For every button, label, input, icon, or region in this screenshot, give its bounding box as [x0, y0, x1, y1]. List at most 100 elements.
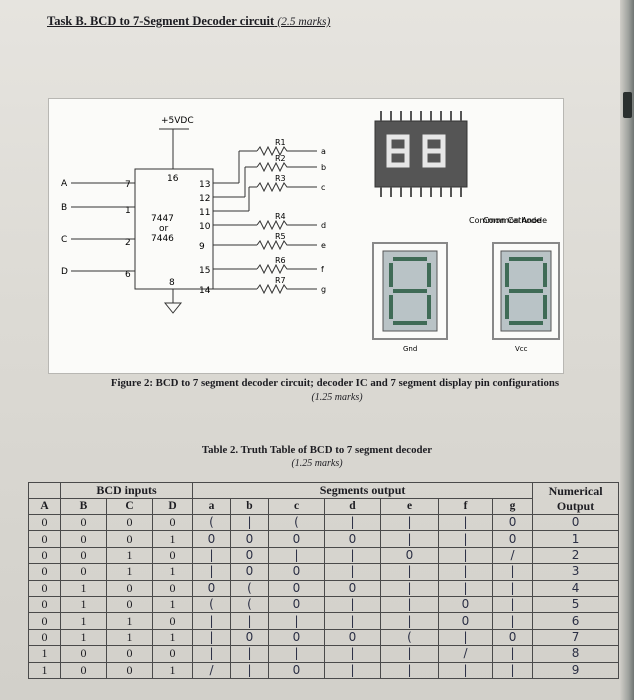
segment-cell-g: 0 — [491, 530, 534, 548]
input-cell-b: 0 — [60, 563, 107, 581]
segment-cell-f: | — [438, 513, 493, 532]
numeric-output-cell: 8 — [532, 645, 620, 663]
task-title-text: Task B. BCD to 7-Segment Decoder circuit — [47, 14, 275, 28]
output-e: e — [321, 241, 326, 250]
segment-cell-d: | — [324, 546, 381, 565]
segment-cell-e: | — [380, 563, 439, 581]
segment-cell-b: | — [230, 513, 269, 532]
segment-cell-c: 0 — [268, 530, 325, 548]
segment-cell-c: | — [268, 546, 325, 565]
segment-cell-a: / — [192, 661, 231, 679]
segment-cell-b: | — [230, 612, 269, 630]
truth-table: BCD inputs Segments output Numerical Out… — [28, 482, 620, 679]
input-cell-b: 1 — [60, 628, 107, 647]
resistor-r6: R6 — [275, 256, 286, 265]
segment-cell-d: | — [324, 513, 381, 532]
col-b-header: B — [60, 498, 107, 515]
segment-cell-a: ( — [192, 595, 231, 614]
group-header-row: BCD inputs Segments output Numerical Out… — [28, 482, 620, 515]
group-outputs: Segments output — [191, 482, 534, 499]
segment-cell-d: | — [324, 563, 381, 581]
pin-13: 13 — [199, 180, 210, 190]
input-cell-a: 0 — [28, 530, 61, 548]
col-c-header: C — [106, 498, 153, 515]
figure-caption: Figure 2: BCD to 7 segment decoder circu… — [110, 377, 560, 389]
segment-cell-b: 0 — [230, 628, 269, 647]
input-cell-a: 0 — [28, 612, 61, 630]
column-header-row: A B C D a b c d e f g — [28, 498, 619, 515]
pin-16: 16 — [167, 174, 179, 184]
input-cell-d: 1 — [152, 530, 193, 548]
segment-cell-a: 0 — [192, 579, 231, 597]
input-cell-b: 1 — [60, 579, 107, 597]
input-cell-c: 0 — [106, 530, 153, 548]
segment-cell-d: 0 — [324, 628, 381, 647]
segment-cell-f: 0 — [438, 595, 493, 614]
common-anode-label: Common Anode — [483, 216, 547, 225]
table-title: Table 2. Truth Table of BCD to 7 segment… — [201, 444, 433, 456]
ic-label-line-3: 7446 — [151, 234, 174, 244]
segment-cell-a: | — [192, 645, 231, 663]
input-cell-c: 1 — [106, 628, 153, 647]
segment-cell-d: | — [324, 595, 381, 614]
common-cathode-diagram — [372, 242, 448, 340]
pin-12: 12 — [199, 194, 210, 204]
col-seg-d-header: d — [324, 498, 381, 515]
resistor-r5: R5 — [275, 232, 286, 241]
segment-cell-b: | — [230, 661, 269, 679]
binder-clip — [623, 92, 632, 118]
pin-6: 6 — [125, 270, 131, 280]
input-label-c: C — [61, 235, 67, 245]
segment-cell-b: 0 — [230, 546, 269, 565]
numeric-output-cell: 4 — [532, 579, 620, 597]
input-label-d: D — [61, 267, 68, 277]
segment-cell-d: | — [324, 612, 381, 630]
figure-caption-marks: (1.25 marks) — [311, 392, 363, 403]
col-d-header: D — [152, 498, 193, 515]
numeric-output-cell: 0 — [532, 513, 620, 532]
segment-cell-a: | — [192, 546, 231, 565]
segment-cell-g: | — [491, 612, 534, 630]
input-label-b: B — [61, 203, 67, 213]
segment-cell-e: 0 — [380, 546, 439, 565]
input-cell-b: 0 — [60, 546, 107, 565]
numeric-output-cell: 5 — [532, 595, 620, 614]
segment-cell-d: | — [324, 661, 381, 679]
input-cell-d: 1 — [152, 595, 193, 614]
input-cell-d: 0 — [152, 546, 193, 565]
segment-cell-e: | — [380, 595, 439, 614]
input-cell-d: 0 — [152, 612, 193, 630]
segment-cell-g: | — [491, 661, 534, 679]
input-cell-b: 0 — [60, 530, 107, 548]
input-cell-c: 1 — [106, 546, 153, 565]
output-g: g — [321, 285, 326, 294]
ca-vcc-label: Vcc — [515, 345, 528, 353]
segment-cell-c: | — [268, 645, 325, 663]
segment-cell-g: 0 — [491, 628, 534, 647]
segment-cell-b: 0 — [230, 563, 269, 581]
segment-cell-e: | — [380, 661, 439, 679]
segment-cell-c: 0 — [268, 563, 325, 581]
input-cell-d: 1 — [152, 628, 193, 647]
ic-label-line-2: or — [159, 224, 169, 234]
segment-cell-g: | — [491, 579, 534, 597]
segment-cell-d: | — [324, 645, 381, 663]
output-f: f — [321, 265, 324, 274]
output-d: d — [321, 221, 326, 230]
col-a-header: A — [28, 498, 61, 515]
col-seg-f-header: f — [438, 498, 493, 515]
input-cell-c: 0 — [106, 513, 153, 532]
seven-segment-module — [374, 111, 468, 197]
input-cell-c: 1 — [106, 563, 153, 581]
segment-cell-e: | — [380, 612, 439, 630]
input-cell-c: 1 — [106, 612, 153, 630]
col-seg-g-header: g — [491, 498, 534, 515]
input-cell-a: 1 — [28, 645, 61, 663]
task-title: Task B. BCD to 7-Segment Decoder circuit… — [47, 14, 330, 29]
segment-cell-c: 0 — [268, 628, 325, 647]
